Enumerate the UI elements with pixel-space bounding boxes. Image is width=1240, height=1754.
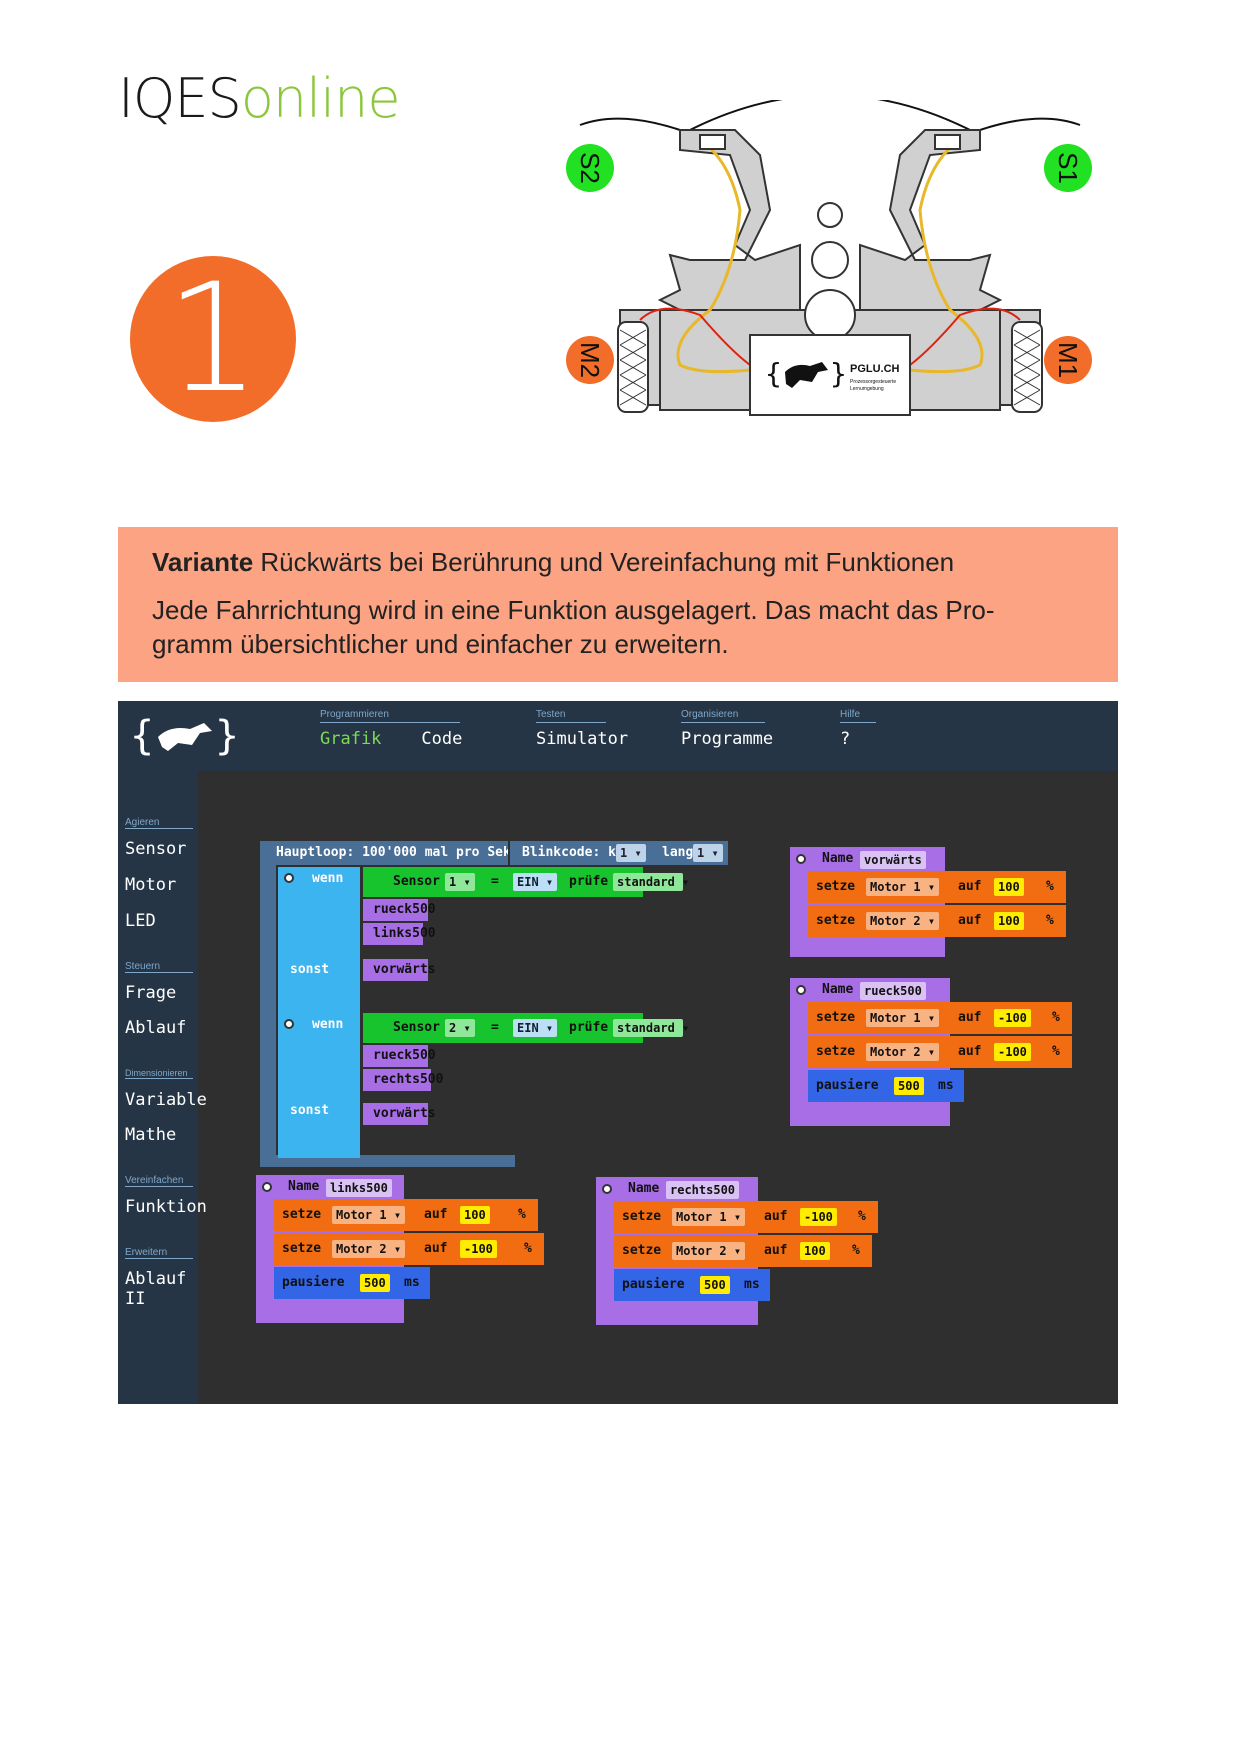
fn-name-vorwaerts[interactable]: vorwärts [860, 851, 926, 869]
sidebar-item-mathe[interactable]: Mathe [125, 1125, 177, 1145]
sidebar-item-sensor[interactable]: Sensor [125, 839, 187, 859]
menu-organisieren: Organisieren Programme [681, 709, 774, 749]
setze-motor-1-links500[interactable]: setze Motor 1 ▾ auf 100 % [274, 1199, 538, 1231]
sensor-condition-1[interactable]: Sensor 1 ▾ = EIN ▾ prüfe standard ▾ [363, 867, 689, 897]
setze-motor-2-links500[interactable]: setze Motor 2 ▾ auf -100 % [274, 1233, 544, 1265]
horse-logo-icon: { } [130, 713, 239, 759]
variant-heading: Variante Rückwärts bei Berührung und Ver… [152, 547, 955, 577]
if-block-2[interactable]: wenn sonst [278, 1013, 360, 1158]
variant-text-line1: Jede Fahrrichtung wird in eine Funktion … [152, 595, 995, 625]
svg-text:Prozessorgesteuerte: Prozessorgesteuerte [850, 379, 896, 385]
tab-simulator[interactable]: Simulator [536, 729, 629, 749]
menu-testen: Testen Simulator [536, 709, 629, 749]
setze-motor-1-rechts500[interactable]: setze Motor 1 ▾ auf -100 % [614, 1201, 878, 1233]
setze-motor-1-rueck500[interactable]: setze Motor 1 ▾ auf -100 % [808, 1002, 1072, 1034]
board-brand: PGLU.CH [850, 363, 900, 375]
tab-grafik[interactable]: Grafik [320, 729, 382, 749]
sidebar-item-variable[interactable]: Variable [125, 1090, 207, 1110]
robot-diagram: { } PGLU.CH Prozessorgesteuerte Lernumge… [566, 100, 1092, 416]
blink-kurz-dropdown[interactable]: 1 ▾ [616, 844, 646, 862]
pausiere-rechts500[interactable]: pausiere 500 ms [614, 1269, 770, 1301]
ide-sidebar: Agieren Sensor Motor LED Steuern Frage A… [118, 771, 207, 1404]
motor-1-dropdown[interactable]: Motor 1 ▾ [866, 878, 940, 896]
setze-motor-2-vorwaerts[interactable]: setze Motor 2 ▾ auf 100 % [808, 905, 1066, 937]
svg-text:{: { [765, 357, 782, 390]
label-m1: M1 [1053, 342, 1083, 378]
sensor-2-dropdown[interactable]: 2 ▾ [445, 1019, 475, 1037]
pausiere-rueck500[interactable]: pausiere 500 ms [808, 1070, 964, 1102]
variant-text-line2: gramm übersichtlicher und einfacher zu e… [152, 629, 729, 659]
logo-iqes: IQES [118, 67, 242, 130]
setze-motor-1-vorwaerts[interactable]: setze Motor 1 ▾ auf 100 % [808, 871, 1066, 903]
label-s2: S2 [575, 152, 605, 184]
tab-programme[interactable]: Programme [681, 729, 774, 749]
step-number-badge: 1 [130, 256, 296, 422]
tab-help[interactable]: ? [840, 729, 851, 749]
sidebar-item-funktion[interactable]: Funktion [125, 1197, 207, 1217]
sensor-condition-2[interactable]: Sensor 2 ▾ = EIN ▾ prüfe standard ▾ [363, 1013, 689, 1043]
label-s1: S1 [1053, 152, 1083, 184]
sidebar-item-frage[interactable]: Frage [125, 983, 177, 1003]
setze-motor-2-rueck500[interactable]: setze Motor 2 ▾ auf -100 % [808, 1036, 1072, 1068]
menu-hilfe: Hilfe ? [840, 709, 890, 749]
value-field[interactable]: 100 [994, 878, 1024, 896]
call-rueck500-1[interactable]: rueck500 [363, 899, 436, 921]
tab-code[interactable]: Code [421, 729, 463, 749]
sidebar-item-motor[interactable]: Motor [125, 875, 177, 895]
call-rueck500-2[interactable]: rueck500 [363, 1045, 436, 1067]
call-vorwaerts-2[interactable]: vorwärts [363, 1103, 436, 1125]
blinkcode-block[interactable]: Blinkcode: kurz 1 ▾ lang 1 ▾ [508, 841, 728, 865]
setze-motor-2-rechts500[interactable]: setze Motor 2 ▾ auf 100 % [614, 1235, 872, 1267]
standard-dropdown-2[interactable]: standard ▾ [613, 1019, 689, 1037]
sidebar-item-ablauf[interactable]: Ablauf [125, 1018, 187, 1038]
logo-online: online [240, 67, 401, 130]
if-block-1[interactable]: wenn sonst [278, 867, 360, 1017]
sidebar-item-led[interactable]: LED [125, 911, 156, 931]
sidebar-item-ablauf2[interactable]: Ablauf II [125, 1269, 187, 1309]
iqes-logo: IQESonline [118, 72, 401, 126]
variant-box: Variante Rückwärts bei Berührung und Ver… [118, 527, 1118, 682]
ein-dropdown-1[interactable]: EIN ▾ [513, 873, 558, 891]
pausiere-links500[interactable]: pausiere 500 ms [274, 1267, 430, 1299]
svg-text:{: { [130, 713, 154, 759]
call-vorwaerts-1[interactable]: vorwärts [363, 959, 436, 981]
ein-dropdown-2[interactable]: EIN ▾ [513, 1019, 558, 1037]
svg-text:Lernumgebung: Lernumgebung [850, 386, 884, 392]
call-rechts500[interactable]: rechts500 [363, 1069, 443, 1091]
svg-text:}: } [830, 357, 847, 390]
sensor-1-dropdown[interactable]: 1 ▾ [445, 873, 475, 891]
svg-text:}: } [215, 713, 239, 759]
label-m2: M2 [575, 342, 605, 378]
blink-lang-dropdown[interactable]: 1 ▾ [693, 844, 723, 862]
standard-dropdown-1[interactable]: standard ▾ [613, 873, 689, 891]
call-links500[interactable]: links500 [363, 923, 436, 945]
